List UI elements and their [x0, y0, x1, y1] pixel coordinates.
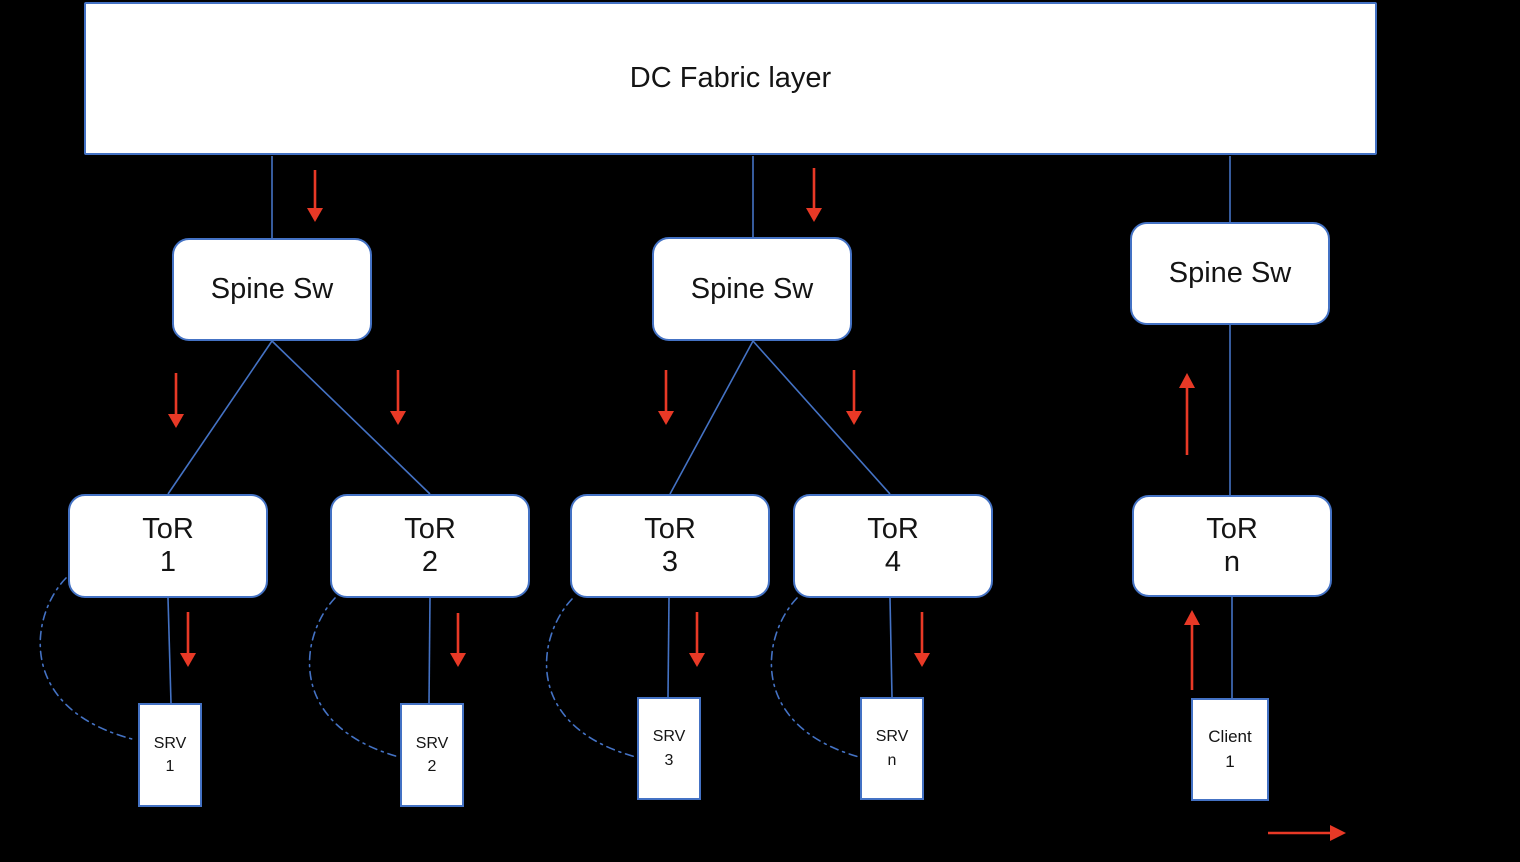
server-n-label: SRV	[875, 728, 909, 746]
server-3: SRV 3	[637, 697, 701, 800]
server-2-label: SRV	[415, 734, 449, 752]
flow-arrow-down-tor4-srv-n	[914, 612, 930, 667]
tor-switch-3: ToR 3	[570, 494, 770, 598]
tor-1-number: 1	[159, 546, 177, 578]
flow-arrow-down-spine2-tor3	[658, 370, 674, 425]
flow-arrow-down-spine1-tor2	[390, 370, 406, 425]
flow-arrow-down-fabric-spine2	[806, 168, 822, 222]
connector-spine1-tor2	[271, 340, 431, 495]
spine-switch-1: Spine Sw	[172, 238, 372, 341]
connector-tor2-srv2	[428, 597, 431, 704]
flow-arrow-up-tor-n-spine-n	[1179, 373, 1195, 455]
spine-switch-n-label: Spine Sw	[1168, 257, 1292, 289]
spine-switch-2: Spine Sw	[652, 237, 852, 341]
tor-3-label: ToR	[644, 512, 696, 545]
flow-arrow-down-tor2-srv2	[450, 613, 466, 667]
flow-arrow-down-tor3-srv3	[689, 612, 705, 667]
server-1: SRV 1	[138, 703, 202, 807]
tor-n-number: n	[1223, 546, 1241, 578]
connector-spine2-tor3	[669, 340, 754, 495]
tor-switch-2: ToR 2	[330, 494, 530, 598]
loop-arc-tor2-srv2	[308, 597, 400, 758]
server-3-label: SRV	[652, 728, 686, 746]
tor-4-number: 4	[884, 546, 902, 578]
tor-n-label: ToR	[1206, 512, 1258, 545]
spine-switch-2-label: Spine Sw	[690, 272, 814, 305]
client-1: Client 1	[1191, 698, 1269, 801]
tor-2-label: ToR	[404, 512, 456, 545]
tor-switch-4: ToR 4	[793, 494, 993, 598]
flow-arrow-down-fabric-spine1	[307, 170, 323, 222]
flow-arrow-right-bottom	[1268, 825, 1346, 841]
server-2: SRV 2	[400, 703, 464, 807]
server-2-number: 2	[427, 758, 437, 775]
server-n-number: n	[887, 751, 897, 769]
loop-arc-tor3-srv3	[545, 598, 637, 758]
flow-arrow-down-spine2-tor4	[846, 370, 862, 425]
spine-switch-1-label: Spine Sw	[210, 273, 334, 305]
connector-tor1-srv1	[167, 597, 172, 704]
dc-fabric-layer-label: DC Fabric layer	[629, 62, 832, 94]
server-1-label: SRV	[153, 734, 187, 752]
server-1-number: 1	[165, 758, 175, 775]
connector-tor3-srv3	[667, 597, 670, 698]
loop-arc-tor4-srv-n	[770, 597, 860, 758]
tor-3-number: 3	[661, 546, 679, 578]
flow-arrow-down-tor1-srv1	[180, 612, 196, 667]
client-1-number: 1	[1225, 751, 1235, 771]
server-n: SRV n	[860, 697, 924, 800]
tor-1-label: ToR	[142, 512, 194, 545]
flow-arrow-down-spine1-tor1	[168, 373, 184, 428]
tor-4-label: ToR	[867, 512, 919, 545]
dc-fabric-layer-box: DC Fabric layer	[84, 2, 1377, 155]
tor-switch-1: ToR 1	[68, 494, 268, 598]
spine-switch-n: Spine Sw	[1130, 222, 1330, 325]
tor-2-number: 2	[421, 546, 439, 578]
tor-switch-n: ToR n	[1132, 495, 1332, 597]
flow-arrow-up-client1-tor-n	[1184, 610, 1200, 690]
loop-arc-tor1-srv1	[39, 577, 137, 741]
connector-tor4-srv-n	[889, 597, 893, 698]
connector-spine2-tor4	[752, 340, 891, 495]
client-1-label: Client	[1208, 726, 1252, 746]
connector-spine1-tor1	[167, 340, 273, 495]
server-3-number: 3	[664, 751, 674, 769]
